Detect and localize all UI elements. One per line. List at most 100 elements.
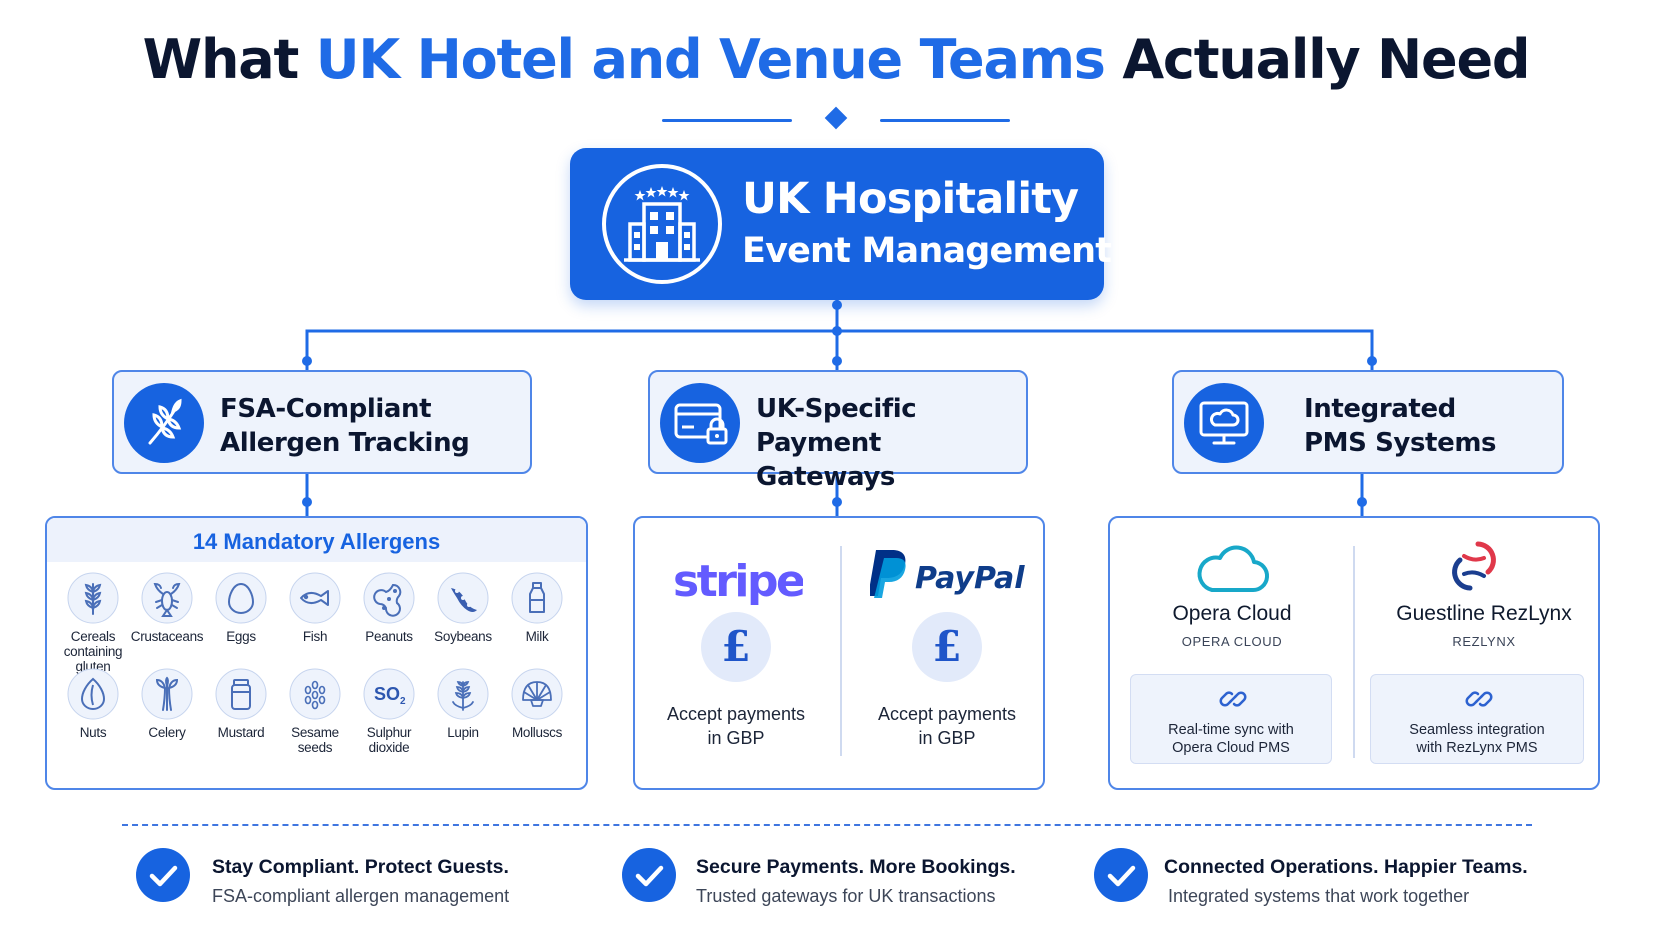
pms-name: Guestline RezLynx	[1396, 602, 1572, 625]
allergen-item: Nuts	[51, 668, 135, 740]
allergen-item: Cereals containing gluten	[51, 572, 135, 674]
benefit-text: FSA-compliant allergen management	[212, 886, 510, 906]
mustard-jar-icon	[215, 668, 267, 720]
page-title: What UK Hotel and Venue Teams Actually N…	[0, 28, 1672, 91]
category-allergen-tracking: FSA-Compliant Allergen Tracking	[112, 370, 532, 474]
root-title: UK Hospitality	[742, 174, 1079, 224]
allergen-item: Mustard	[199, 668, 283, 740]
allergen-name: Fish	[302, 629, 328, 644]
benefit-text: Integrated systems that work together	[1168, 886, 1470, 906]
allergen-item: Fish	[273, 572, 357, 644]
sync-description-line1: Real-time sync with	[1168, 722, 1294, 738]
cloud-monitor-icon	[1184, 383, 1264, 463]
paypal-wordmark: PayPal	[915, 561, 1025, 596]
payment-description-line1: Accept payments	[877, 704, 1017, 724]
shell-icon	[511, 668, 563, 720]
allergen-item: Celery	[125, 668, 209, 740]
allergen-header: 14 Mandatory Allergens	[47, 518, 586, 562]
checkmark-icon	[1094, 848, 1148, 902]
allergen-name: Mustard	[217, 725, 265, 740]
benefit-text: Trusted gateways for UK transactions	[696, 886, 996, 906]
pound-currency-icon: £	[912, 612, 982, 682]
checkmark-icon	[622, 848, 676, 902]
pms-name: Opera Cloud	[1172, 602, 1292, 625]
almond-icon	[67, 668, 119, 720]
allergen-name: Soybeans	[434, 629, 492, 644]
allergen-item: SO 2 Sulphur dioxide	[347, 668, 431, 755]
sync-description-line1: Seamless integration	[1409, 722, 1545, 738]
allergen-item: Peanuts	[347, 572, 431, 644]
allergen-item: Molluscs	[495, 668, 579, 740]
allergen-name: Crustaceans	[130, 629, 204, 644]
category-pms-systems: Integrated PMS Systems	[1172, 370, 1564, 474]
allergen-item: Soybeans	[421, 572, 505, 644]
sync-box: Seamless integration with RezLynx PMS	[1370, 674, 1584, 764]
pms-divider	[1353, 546, 1355, 758]
wheat-icon	[67, 572, 119, 624]
lupin-icon	[437, 668, 489, 720]
allergen-item: Sesame seeds	[273, 668, 357, 755]
soybean-icon	[437, 572, 489, 624]
sync-description: Real-time sync with Opera Cloud PMS	[1131, 721, 1331, 757]
allergen-name: Eggs	[226, 629, 256, 644]
checkmark-icon	[136, 848, 190, 902]
payments-panel: stripe PayPal £ £ Accept payments in GBP…	[633, 516, 1045, 790]
cloud-outline-icon	[1197, 545, 1270, 593]
stripe-logo: stripe	[673, 556, 803, 607]
pms-subtitle: REZLYNX	[1452, 634, 1516, 649]
so2-icon: SO 2	[363, 668, 415, 720]
category-label-line1: FSA-Compliant	[220, 394, 432, 424]
category-payment-gateways: UK-Specific Payment Gateways	[648, 370, 1028, 492]
egg-icon	[215, 572, 267, 624]
hotel-building-icon	[602, 164, 722, 284]
payments-divider	[840, 546, 842, 756]
category-label: FSA-Compliant Allergen Tracking	[220, 392, 470, 460]
category-label-line2: PMS Systems	[1304, 428, 1497, 458]
allergen-name: Molluscs	[511, 725, 563, 740]
title-divider-left	[662, 119, 792, 122]
allergen-name: Sesame seeds	[291, 725, 339, 755]
root-subtitle: Event Management	[742, 231, 1112, 271]
so2-subscript: 2	[400, 696, 406, 707]
allergen-name: Peanuts	[365, 629, 413, 644]
link-icon	[1465, 691, 1493, 707]
category-label-line1: UK-Specific	[756, 394, 917, 424]
rezlynx-logo-icon	[1452, 541, 1496, 591]
sync-description-line2: with RezLynx PMS	[1416, 740, 1538, 756]
sync-description: Seamless integration with RezLynx PMS	[1371, 721, 1583, 757]
allergen-name: Lupin	[447, 725, 479, 740]
peanut-icon	[363, 572, 415, 624]
category-label: Integrated PMS Systems	[1304, 392, 1496, 460]
title-divider-right	[880, 119, 1010, 122]
wheat-icon	[124, 383, 204, 463]
fish-icon	[289, 572, 341, 624]
title-highlight: UK Hotel and Venue Teams	[315, 28, 1106, 91]
lobster-icon	[141, 572, 193, 624]
pound-currency-icon: £	[701, 612, 771, 682]
payment-description-line2: in GBP	[918, 728, 976, 748]
allergen-item: Lupin	[421, 668, 505, 740]
payment-description-line2: in GBP	[707, 728, 765, 748]
allergen-item: Milk	[495, 572, 579, 644]
benefit-title: Stay Compliant. Protect Guests.	[212, 856, 509, 878]
paypal-logo: PayPal	[915, 561, 1025, 596]
milk-bottle-icon	[511, 572, 563, 624]
allergen-name: Nuts	[79, 725, 107, 740]
category-label-line2: Allergen Tracking	[220, 428, 470, 458]
allergen-name: Celery	[148, 725, 186, 740]
sync-box: Real-time sync with Opera Cloud PMS	[1130, 674, 1332, 764]
allergen-item: Crustaceans	[125, 572, 209, 644]
link-icon	[1219, 691, 1247, 707]
dashed-separator	[122, 824, 1532, 826]
category-label-line1: Integrated	[1304, 394, 1456, 424]
pms-panel: Opera Cloud Guestline RezLynx OPERA CLOU…	[1108, 516, 1600, 790]
benefit-title: Secure Payments. More Bookings.	[696, 856, 1016, 878]
category-label-line2: Payment Gateways	[756, 428, 895, 492]
sesame-icon	[289, 668, 341, 720]
so2-symbol: SO	[374, 684, 400, 704]
payment-description-line1: Accept payments	[666, 704, 806, 724]
payment-description: Accept payments in GBP	[847, 702, 1047, 750]
card-lock-icon	[660, 383, 740, 463]
allergen-panel: 14 Mandatory Allergens Cereals containin…	[45, 516, 588, 790]
